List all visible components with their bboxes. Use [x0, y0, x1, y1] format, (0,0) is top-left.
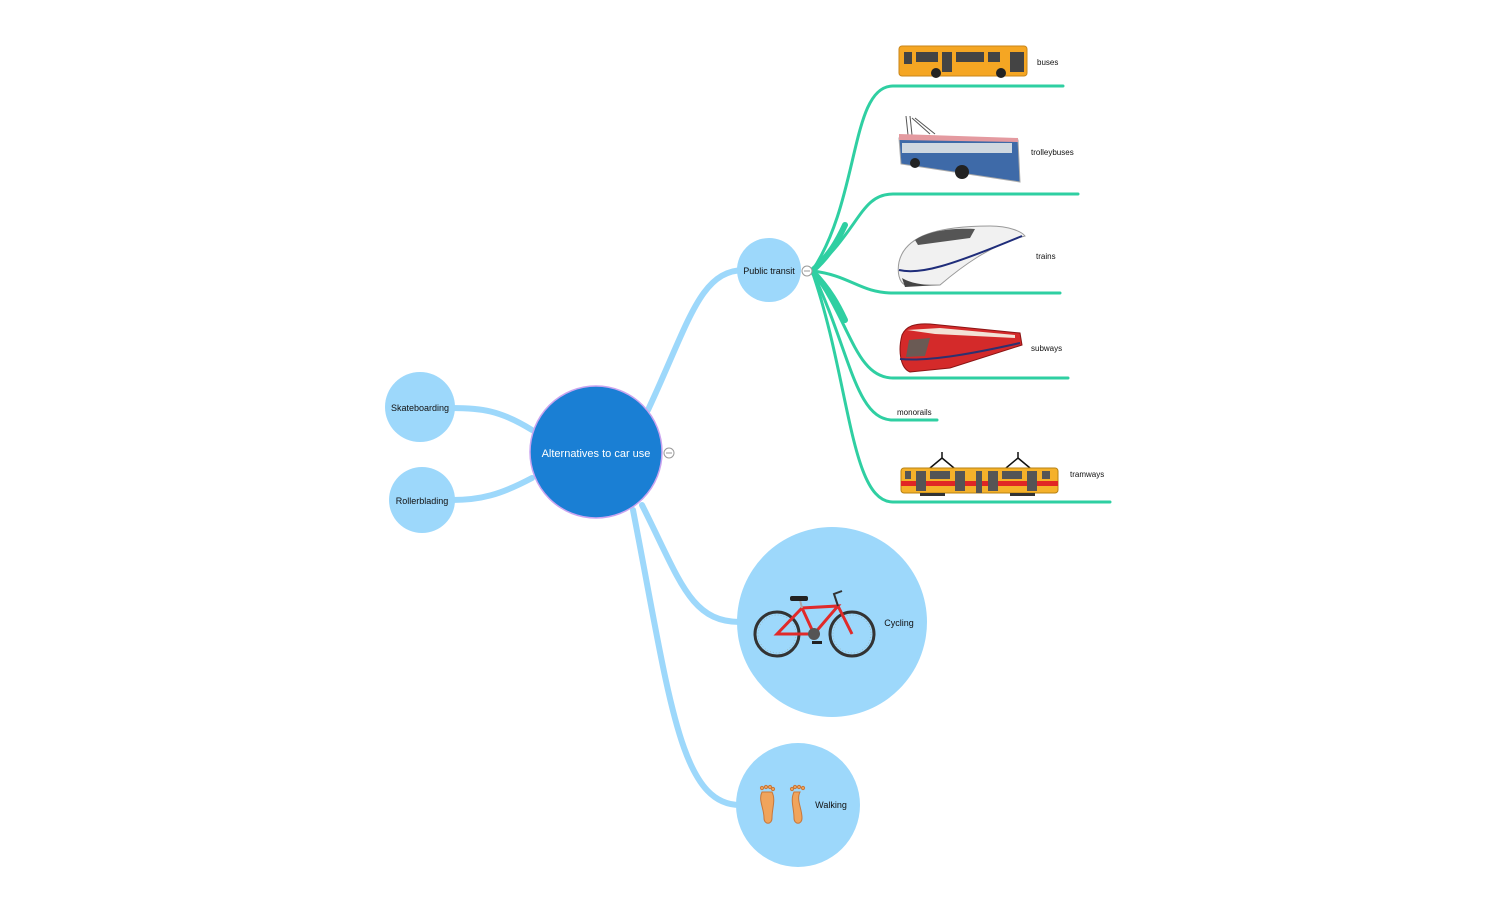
- topic-skateboarding[interactable]: Skateboarding: [385, 372, 455, 442]
- branch-walking: [630, 507, 743, 808]
- topic-label: Skateboarding: [391, 403, 449, 413]
- subtopic-label: trains: [1036, 252, 1056, 261]
- branch-buses: [810, 84, 1065, 273]
- topic-label: Cycling: [884, 618, 914, 628]
- trolleybus-image: [898, 115, 1021, 183]
- sub-branches: [809, 84, 1112, 504]
- root-label: Alternatives to car use: [542, 448, 651, 460]
- topic-label: Rollerblading: [396, 496, 449, 506]
- subtopic-label: tramways: [1070, 470, 1104, 479]
- branch-skateboarding: [449, 405, 535, 433]
- tram-image: [900, 452, 1059, 496]
- subtopic-label: trolleybuses: [1031, 148, 1074, 157]
- subtopic-tramways[interactable]: tramways: [900, 452, 1104, 496]
- bicycle-image: [753, 590, 876, 658]
- branch-public-transit: [645, 267, 748, 413]
- topic-label: Walking: [815, 800, 847, 810]
- branch-tramways: [810, 269, 1112, 504]
- topic-public-transit[interactable]: Public transit: [737, 238, 801, 302]
- topic-rollerblading[interactable]: Rollerblading: [389, 467, 455, 533]
- branch-trains: [810, 269, 1062, 295]
- subtopic-label: buses: [1037, 58, 1058, 67]
- subtopic-trolleybuses[interactable]: trolleybuses: [898, 115, 1074, 183]
- topic-walking[interactable]: Walking: [736, 743, 860, 867]
- subtopic-monorails[interactable]: monorails: [897, 408, 932, 417]
- public-transit-collapse-button[interactable]: [801, 265, 813, 277]
- root-node[interactable]: Alternatives to car use: [529, 385, 663, 519]
- subway-train-image: [899, 323, 1023, 373]
- subtopic-label: subways: [1031, 344, 1062, 353]
- main-branches: [449, 267, 748, 808]
- subtopic-trains[interactable]: trains: [897, 225, 1056, 287]
- branch-rollerblading: [449, 475, 535, 503]
- topic-label: Public transit: [743, 266, 795, 276]
- high-speed-train-image: [897, 225, 1026, 287]
- topic-cycling[interactable]: Cycling: [737, 527, 927, 717]
- branch-monorails: [810, 269, 939, 422]
- bus-image: [898, 45, 1028, 78]
- subtopic-subways[interactable]: subways: [899, 323, 1062, 373]
- branch-cycling: [639, 502, 743, 625]
- subtopic-buses[interactable]: buses: [898, 45, 1058, 78]
- footprints-image: [759, 784, 806, 824]
- subtopic-label: monorails: [897, 408, 932, 417]
- root-collapse-button[interactable]: [663, 447, 675, 459]
